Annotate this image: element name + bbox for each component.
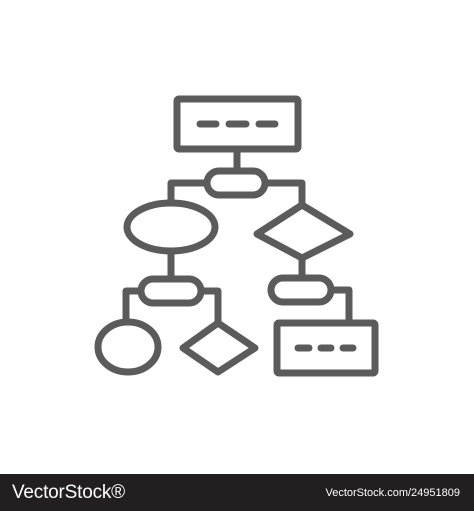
flowchart-icon [94, 95, 379, 377]
connector-line [167, 179, 211, 207]
connector-line [327, 286, 353, 327]
image-credit: VectorStock.com/24951809 [325, 486, 460, 499]
icon-canvas [94, 95, 379, 377]
top-connector-pill [203, 167, 269, 199]
bottom-left-circle [94, 318, 162, 376]
watermark-footer: VectorStock® VectorStock.com/24951809 [0, 474, 474, 511]
vectorstock-logo: VectorStock® [12, 482, 125, 504]
left-oval [123, 199, 219, 255]
connector-line [122, 287, 145, 326]
logo-text: VectorStock® [12, 481, 125, 503]
right-diamond [253, 201, 354, 262]
connector-line [261, 179, 306, 209]
lower-right-connector-pill [267, 274, 335, 306]
lower-left-connector-pill [137, 275, 205, 307]
connector-line [197, 287, 222, 327]
bottom-middle-diamond [179, 319, 259, 376]
bottom-right-process-box [273, 319, 379, 377]
